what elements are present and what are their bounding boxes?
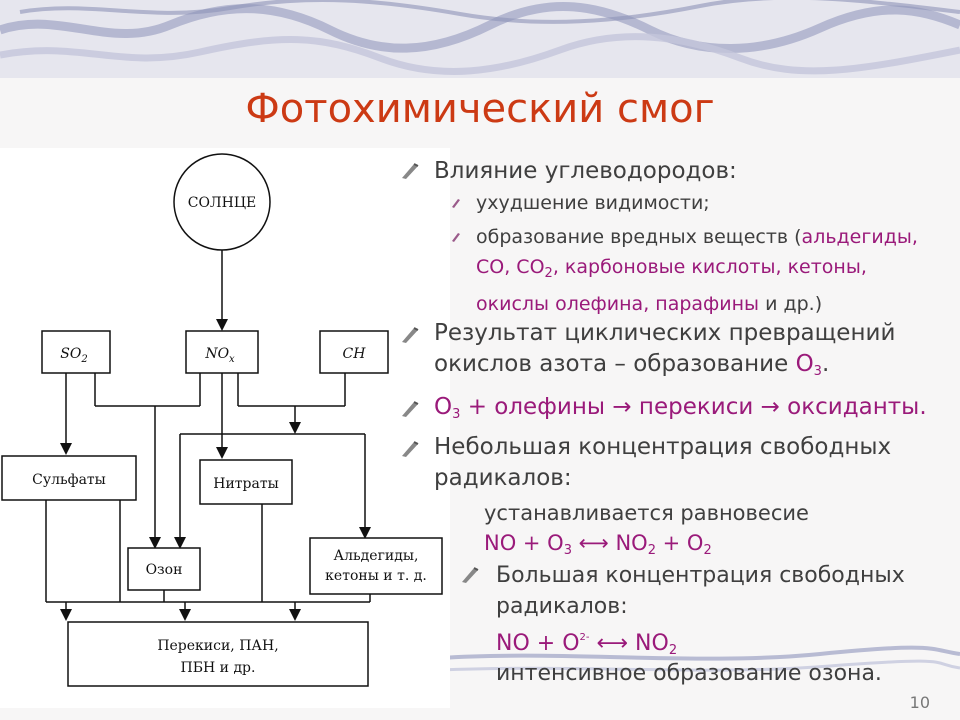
equilibrium-text: устанавливается равновесие — [484, 501, 809, 525]
nitrates-node — [199, 459, 293, 505]
sub-bullet-icon — [452, 199, 460, 208]
diagram-svg: СОЛНЦЕ SO2 NOx CH Сульфаты Нитраты Озон … — [1, 153, 443, 687]
peroxides-label-line2: ПБН и др. — [181, 660, 256, 676]
sub-bullet-visibility: ухудшение видимости; — [476, 192, 710, 214]
slide-content: Влияние углеводородов: ухудшение видимос… — [400, 150, 960, 690]
equilibrium-equation: NO + O3 ⟷ NO2 + O2 — [484, 531, 712, 558]
nox-label: NOx — [204, 346, 235, 365]
ozone-node — [127, 547, 201, 591]
sulfates-label: Сульфаты — [32, 472, 106, 488]
brush-bullet-icon — [402, 401, 419, 417]
decorative-top-band — [0, 0, 960, 78]
ozone-label: Озон — [146, 562, 183, 578]
sub-bullet-harmful: образование вредных веществ (альдегиды, … — [476, 226, 918, 315]
sub-bullet-icon — [452, 233, 460, 242]
ch-label: CH — [343, 346, 367, 362]
brush-bullet-icon — [402, 441, 419, 457]
brush-bullet-icon — [402, 327, 419, 343]
nitrates-label: Нитраты — [213, 476, 278, 492]
bullet-olefins: O3 + олефины → перекиси → оксиданты. — [434, 394, 927, 422]
page-number: 10 — [909, 693, 930, 712]
ch-node — [319, 330, 389, 374]
peroxides-node — [67, 621, 369, 687]
so2-label: SO2 — [60, 346, 87, 365]
bullet-small-concentration: Небольшая концентрация свободных радикал… — [434, 434, 892, 491]
bullet-cyclic: Результат циклических превращений окисло… — [434, 320, 896, 379]
peroxides-label-line1: Перекиси, ПАН, — [157, 638, 278, 654]
bullet-hydrocarbons: Влияние углеводородов: — [434, 158, 737, 184]
radical-equation: NO + O2- ⟷ NO2 — [496, 631, 678, 658]
bullet-large-concentration: Большая концентрация свободных радикалов… — [496, 563, 905, 619]
sulfates-node — [1, 455, 137, 501]
so2-node — [41, 330, 111, 374]
aldehydes-node — [309, 537, 443, 595]
brush-bullet-icon — [462, 567, 479, 583]
aldehydes-label-line2: кетоны и т. д. — [325, 568, 427, 584]
slide-title: Фотохимический смог — [245, 86, 715, 132]
aldehydes-label-line1: Альдегиды, — [334, 548, 419, 564]
ozone-formation-text: интенсивное образование озона. — [496, 661, 882, 686]
brush-bullet-icon — [402, 163, 419, 179]
smog-flow-diagram: СОЛНЦЕ SO2 NOx CH Сульфаты Нитраты Озон … — [0, 148, 450, 708]
decorative-bottom-band — [439, 645, 960, 672]
sun-label: СОЛНЦЕ — [188, 195, 257, 211]
